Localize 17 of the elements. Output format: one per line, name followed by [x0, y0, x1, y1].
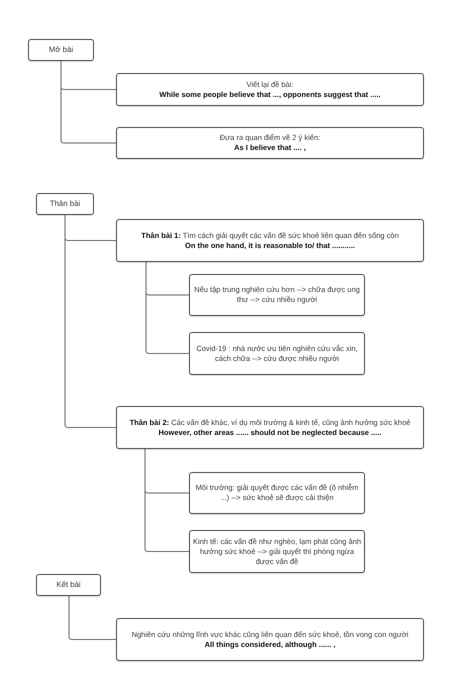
content-box — [189, 530, 365, 573]
connector-line — [144, 448, 190, 552]
content-box — [189, 274, 365, 316]
content-box — [116, 406, 424, 449]
section-box — [36, 193, 94, 215]
content-box — [116, 219, 424, 262]
connector-line — [64, 214, 116, 428]
content-box — [116, 73, 424, 106]
connector-line — [146, 262, 190, 354]
content-box — [116, 618, 424, 661]
content-box — [189, 472, 365, 514]
section-box — [36, 574, 101, 596]
content-box — [189, 332, 365, 375]
section-box — [28, 39, 94, 61]
connector-line — [60, 60, 116, 144]
connector-line — [68, 596, 116, 640]
content-box — [116, 127, 424, 159]
